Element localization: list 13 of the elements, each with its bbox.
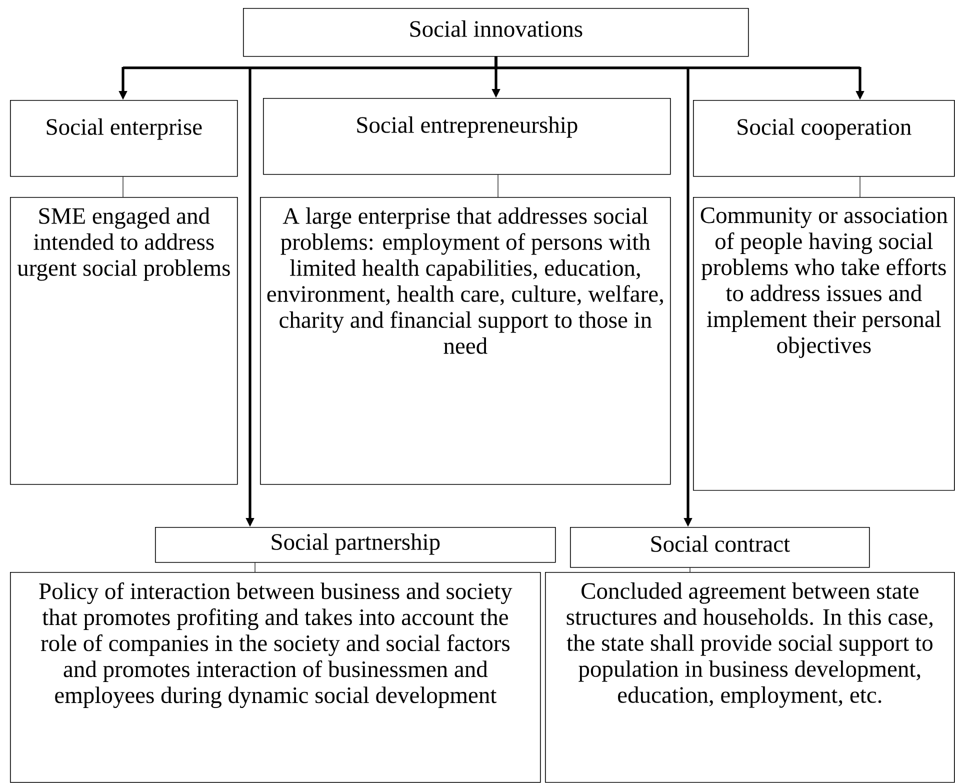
category-box: Social contract bbox=[570, 527, 870, 568]
connector-line bbox=[122, 176, 124, 198]
description-box: Community or association of people having social problems who take efforts to address issues and implement their personal objectives bbox=[693, 197, 955, 491]
title-box: Social innovations bbox=[243, 8, 749, 57]
category-box: Social partnership bbox=[155, 527, 556, 563]
description-box: Policy of interaction between business and society that promotes profiting and takes into account the role of companies in the society and social factors and promotes interaction of businessmen and employees during dynamic social development bbox=[10, 572, 541, 783]
description-box: A large enterprise that addresses social problems: employment of persons with limited health capabilities, education, environment, health care, culture, welfare, charity and financial support to those in need bbox=[260, 197, 671, 485]
description-box: SME engaged and intended to address urgent social problems bbox=[10, 197, 238, 485]
category-box: Social cooperation bbox=[693, 100, 955, 177]
description-box: Concluded agreement between state structures and households. In this case, the state shall provide social support to population in business development, education, employment, etc. bbox=[545, 572, 955, 783]
category-box: Social enterprise bbox=[10, 100, 238, 177]
connector-line bbox=[254, 562, 256, 572]
category-box: Social entrepreneurship bbox=[263, 98, 671, 175]
